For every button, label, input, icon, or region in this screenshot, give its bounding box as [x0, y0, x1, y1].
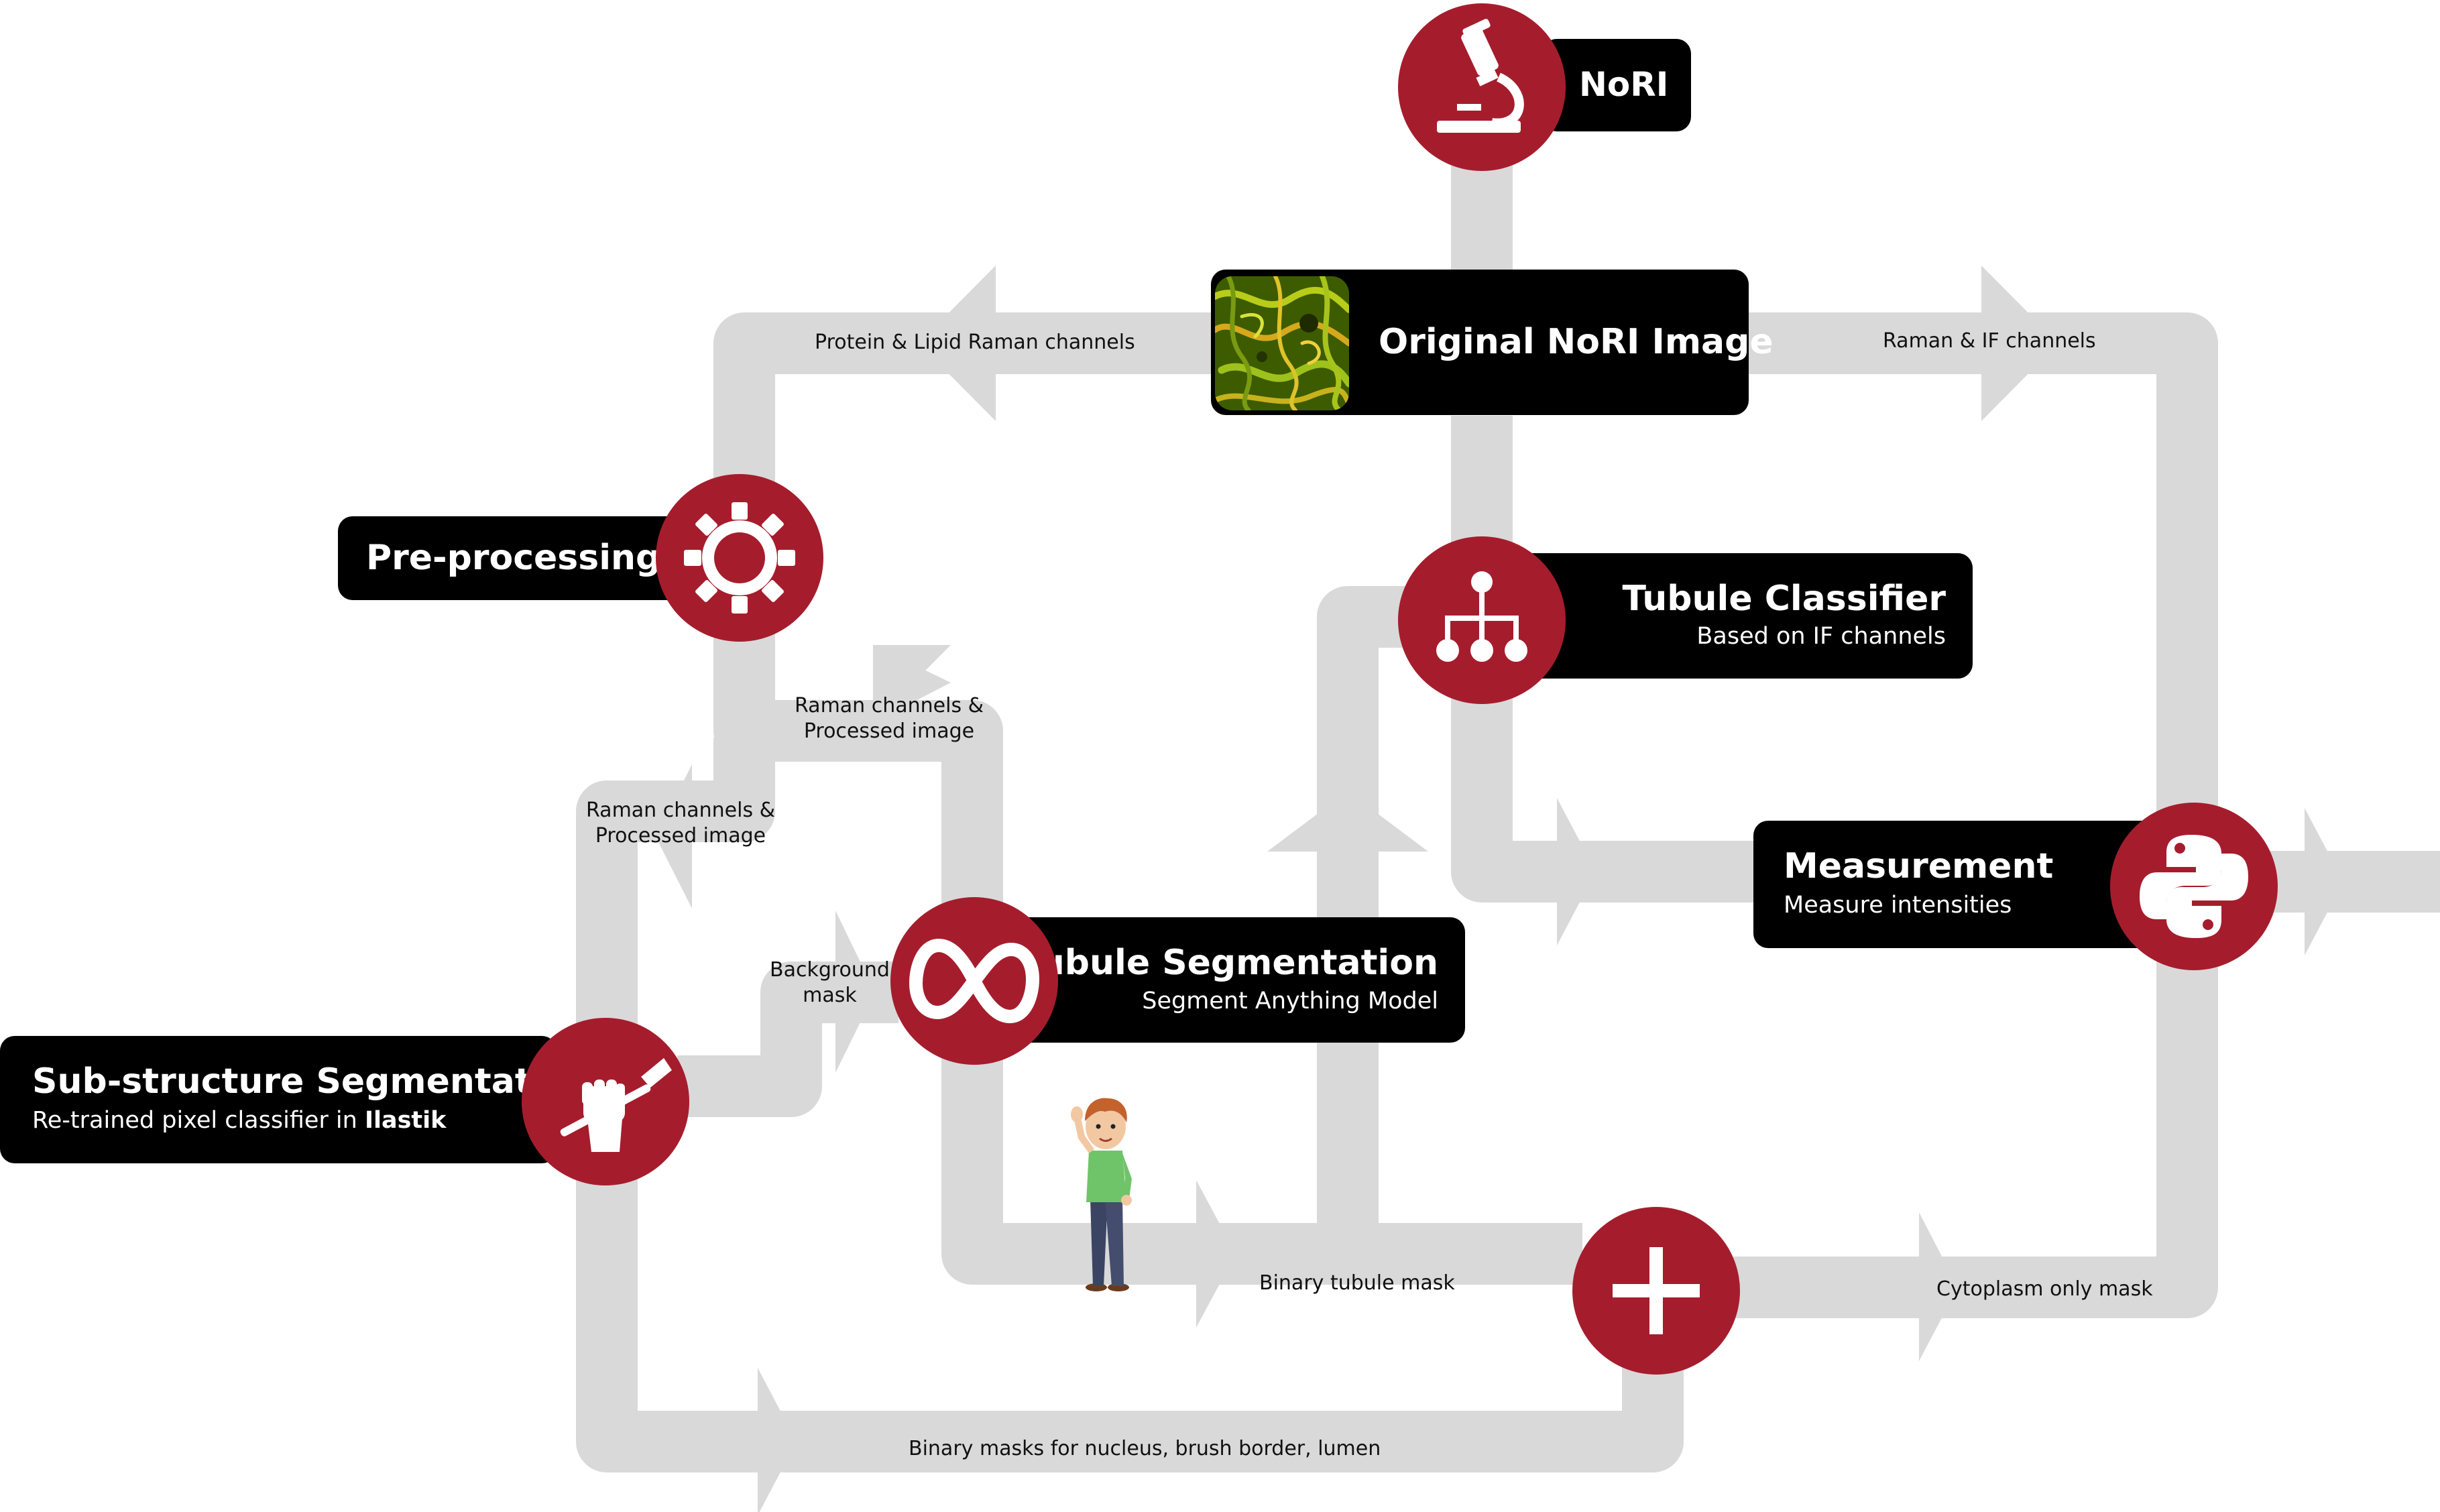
node-subtitle: Based on IF channels — [1696, 623, 1946, 650]
node-title: Pre-processing — [366, 538, 661, 578]
classifier-box: Tubule Classifier Based on IF channels — [1495, 553, 1973, 679]
node-title: NoRI — [1579, 65, 1669, 104]
edge-label-background-mask: Background mask — [770, 957, 890, 1008]
arrowhead — [1196, 1180, 1236, 1328]
substructure-circle — [522, 1018, 689, 1185]
edge-label-raman-processed-lower: Raman channels & Processed image — [586, 798, 775, 849]
arrowhead — [1557, 798, 1596, 945]
substructure-box: Sub-structure Segmentation Re-trained pi… — [0, 1036, 592, 1163]
subtitle-bold-text: Ilastik — [364, 1107, 447, 1134]
node-title: Tubule Classifier — [1622, 579, 1946, 619]
edge-label-raman-processed-upper: Raman channels & Processed image — [795, 693, 984, 744]
edge-label-binary-tubule: Binary tubule mask — [1259, 1271, 1455, 1295]
edge-label-cytoplasm: Cytoplasm only mask — [1936, 1277, 2153, 1301]
arrowhead — [1919, 1212, 1958, 1361]
arrowhead — [758, 1368, 797, 1512]
label-line: Processed image — [595, 824, 766, 848]
path-preprocessing-to-substructure — [576, 738, 775, 1026]
arrowhead — [1267, 791, 1428, 852]
arrowhead — [656, 764, 692, 909]
path-combine-to-measurement — [1730, 939, 2218, 1318]
edge-label-raman-if: Raman & IF channels — [1883, 329, 2096, 353]
node-subtitle: Segment Anything Model — [1142, 988, 1438, 1014]
tissue-texture — [1215, 276, 1349, 410]
subtitle-text: Re-trained pixel classifier in — [32, 1107, 365, 1134]
microscope-icon — [1437, 19, 1524, 133]
edge-label-binary-masks: Binary masks for nucleus, brush border, … — [909, 1437, 1381, 1460]
classifier-circle — [1398, 536, 1566, 704]
arrowhead — [1981, 266, 2058, 421]
python-icon — [2140, 835, 2248, 938]
fist-brush-icon — [560, 1058, 672, 1152]
hierarchy-icon — [1436, 571, 1527, 662]
label-line: Raman channels & — [586, 799, 775, 822]
path-preprocessing-to-tubule — [713, 637, 1582, 1285]
meta-infinity-icon — [909, 939, 1039, 1023]
nori-image-thumbnail — [1215, 276, 1349, 410]
label-line: mask — [803, 984, 857, 1007]
label-line: Raman channels & — [795, 694, 984, 717]
arrowhead — [835, 911, 875, 1073]
arrowhead — [873, 645, 951, 723]
arrowhead — [2305, 808, 2343, 955]
node-subtitle: Re-trained pixel classifier in Ilastik — [32, 1106, 446, 1135]
path-original-to-measurement — [1737, 312, 2218, 831]
edge-label-protein-lipid: Protein & Lipid Raman channels — [815, 331, 1135, 354]
label-line: Background — [770, 958, 890, 982]
tubule-segmentation-box: Tubule Segmentation Segment Anything Mod… — [989, 917, 1465, 1043]
node-title: Tubule Segmentation — [1020, 943, 1438, 983]
path-substructure-to-combine — [576, 1153, 1684, 1472]
person-waving-illustration — [1071, 1098, 1132, 1291]
nori-circle — [1398, 3, 1566, 171]
node-title: Original NoRI Image — [1379, 322, 1774, 362]
node-title: Sub-structure Segmentation — [32, 1061, 593, 1102]
node-title: Measurement — [1784, 846, 2054, 886]
nori-box: NoRI — [1542, 39, 1691, 131]
tubule-segmentation-circle — [890, 897, 1058, 1065]
measurement-circle — [2110, 803, 2278, 970]
combine-circle — [1572, 1207, 1740, 1375]
preprocessing-circle — [656, 474, 823, 642]
arrowhead — [919, 266, 996, 421]
label-line: Processed image — [803, 719, 975, 743]
path-classifier-to-measurement — [1451, 677, 1757, 903]
plus-icon — [1613, 1247, 1700, 1334]
node-subtitle: Measure intensities — [1784, 892, 2012, 919]
gear-icon — [684, 502, 795, 614]
